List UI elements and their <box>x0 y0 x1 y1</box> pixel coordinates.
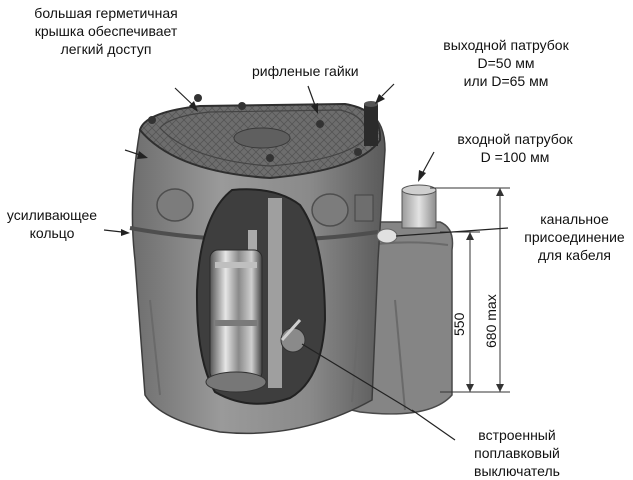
label-ring: усиливающее кольцо <box>6 207 98 241</box>
label-inlet: входной патрубок D =100 мм <box>457 131 573 165</box>
knurled-nuts <box>148 94 362 162</box>
label-outlet: выходной патрубок D=50 мм или D=65 мм <box>443 37 569 89</box>
label-cable: канальное присоединение для кабеля <box>524 211 625 263</box>
outlet-pipe <box>364 101 378 146</box>
dimension-inner: 550 <box>451 312 467 336</box>
leader-lines <box>103 83 509 441</box>
cutaway-interior <box>195 188 327 405</box>
label-nuts: рифленые гайки <box>252 63 359 79</box>
dimension-outer: 680 max <box>483 294 499 348</box>
label-switch: встроенный поплавковый выключатель <box>474 427 560 479</box>
inlet-pipe <box>376 184 437 244</box>
label-lid: большая герметичная крышка обеспечивает … <box>34 5 178 57</box>
